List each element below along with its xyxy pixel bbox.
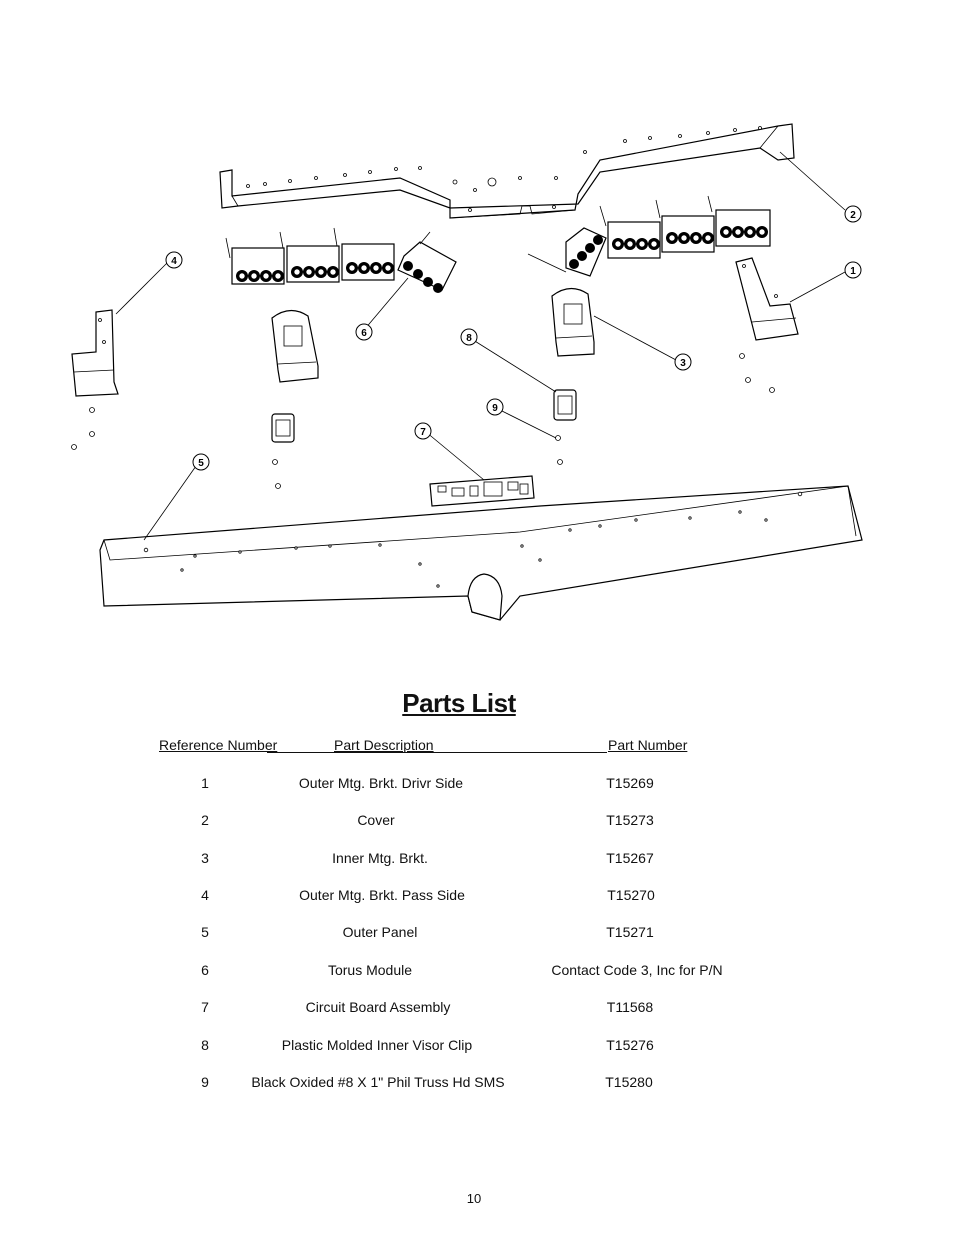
- row-reference: 6: [201, 962, 209, 978]
- row-description: Outer Panel: [342, 924, 418, 940]
- row-description: Inner Mtg. Brkt.: [332, 850, 428, 866]
- inner-mounting-bracket-right: [551, 287, 595, 357]
- inner-mounting-bracket-left: [271, 309, 319, 383]
- outer-panel: [99, 485, 863, 621]
- header-reference-number: Reference Number: [159, 737, 278, 753]
- svg-text:4: 4: [171, 256, 177, 267]
- svg-text:3: 3: [680, 358, 686, 369]
- svg-text:6: 6: [361, 328, 367, 339]
- outer-bracket-pass-side: [71, 309, 119, 397]
- screws: [71, 353, 775, 489]
- callout-2: 2: [844, 205, 862, 223]
- row-description: Outer Mtg. Brkt. Drivr Side: [298, 775, 464, 791]
- row-part-number: T15271: [606, 924, 654, 940]
- row-part-number: Contact Code 3, Inc for P/N: [551, 962, 723, 978]
- torus-module-left: [225, 227, 457, 293]
- outer-bracket-driver-side: [735, 257, 799, 341]
- row-reference: 4: [201, 887, 209, 903]
- visor-clips: [271, 389, 577, 443]
- svg-text:9: 9: [492, 403, 498, 414]
- row-reference: 1: [201, 775, 209, 791]
- callout-4: 4: [165, 251, 183, 269]
- row-description: Plastic Molded Inner Visor Clip: [281, 1037, 473, 1053]
- leader-lines: [115, 151, 846, 541]
- header-part-description: Part Description: [334, 737, 434, 753]
- row-part-number: T15267: [606, 850, 654, 866]
- svg-text:8: 8: [466, 333, 472, 344]
- callout-7: 7: [414, 422, 432, 440]
- row-reference: 5: [201, 924, 209, 940]
- circuit-board: [429, 475, 535, 507]
- callout-3: 3: [674, 353, 692, 371]
- row-description: Black Oxided #8 X 1" Phil Truss Hd SMS: [251, 1074, 505, 1090]
- torus-module-right: [527, 195, 771, 277]
- svg-text:2: 2: [850, 210, 856, 221]
- row-description: Outer Mtg. Brkt. Pass Side: [299, 887, 465, 903]
- callout-5: 5: [192, 453, 210, 471]
- callout-9: 9: [486, 398, 504, 416]
- cover-part: [219, 123, 795, 219]
- row-reference: 2: [201, 812, 209, 828]
- row-reference: 7: [201, 999, 209, 1015]
- row-part-number: T15269: [606, 775, 654, 791]
- row-reference: 3: [201, 850, 209, 866]
- row-part-number: T15276: [606, 1037, 654, 1053]
- row-description: Torus Module: [327, 962, 413, 978]
- callout-8: 8: [460, 328, 478, 346]
- callout-1: 1: [844, 261, 862, 279]
- parts-list-title: Parts List: [402, 688, 516, 718]
- header-part-number: Part Number: [608, 737, 688, 753]
- row-part-number: T15280: [605, 1074, 653, 1090]
- row-reference: 9: [201, 1074, 209, 1090]
- row-part-number: T11568: [606, 999, 654, 1015]
- row-part-number: T15270: [607, 887, 655, 903]
- row-reference: 8: [201, 1037, 209, 1053]
- exploded-view-diagram: 1 2 3 4 5 6 7 8 9: [71, 123, 863, 621]
- callout-6: 6: [355, 323, 373, 341]
- row-description: Circuit Board Assembly: [305, 999, 451, 1015]
- header-rule: [267, 752, 607, 753]
- svg-text:1: 1: [850, 266, 856, 277]
- page-number: 10: [466, 1191, 482, 1206]
- svg-text:7: 7: [420, 427, 426, 438]
- row-part-number: T15273: [606, 812, 654, 828]
- row-description: Cover: [357, 812, 395, 828]
- svg-text:5: 5: [198, 458, 204, 469]
